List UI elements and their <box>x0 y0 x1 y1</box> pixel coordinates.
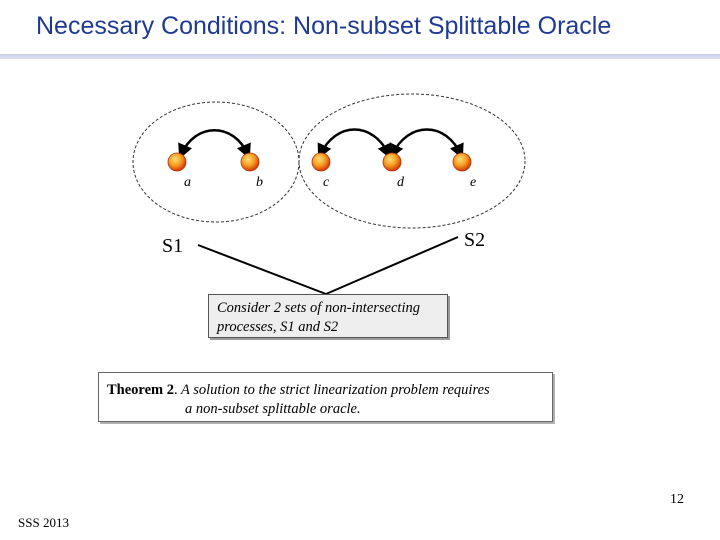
footer-text: SSS 2013 <box>18 515 69 530</box>
note-line-2: processes, S1 and S2 <box>217 319 339 335</box>
process-node-b <box>240 152 260 172</box>
node-label-a: a <box>184 175 191 190</box>
connector-s2 <box>325 236 459 295</box>
edge-a-b <box>178 129 251 160</box>
set-s2-boundary <box>298 93 526 229</box>
note-box: Consider 2 sets of non-intersecting proc… <box>208 294 448 338</box>
theorem-line-1: A solution to the strict linearization p… <box>177 382 490 398</box>
theorem-box: Theorem 2. A solution to the strict line… <box>98 372 553 422</box>
set-label-s1: S1 <box>162 235 183 257</box>
node-label-d: d <box>397 175 405 190</box>
process-node-d <box>382 152 402 172</box>
process-node-a <box>167 152 187 172</box>
set-s1-boundary <box>132 101 300 223</box>
title-rule <box>0 54 720 59</box>
note-line-1: Consider 2 sets of non-intersecting <box>217 300 420 316</box>
process-node-c <box>311 152 331 172</box>
connector-s1 <box>197 244 327 295</box>
theorem-label: Theorem 2 <box>107 382 174 398</box>
theorem-punct: . <box>174 382 178 398</box>
set-label-s2: S2 <box>464 229 485 251</box>
node-label-b: b <box>256 175 263 190</box>
page-number: 12 <box>670 492 684 507</box>
process-node-e <box>452 152 472 172</box>
node-label-c: c <box>323 175 330 190</box>
edge-c-d <box>317 128 392 160</box>
node-label-e: e <box>470 175 476 190</box>
edge-d-e <box>389 128 464 160</box>
theorem-line-2: a non-subset splittable oracle. <box>185 401 361 417</box>
slide-title: Necessary Conditions: Non-subset Splitta… <box>36 12 612 40</box>
